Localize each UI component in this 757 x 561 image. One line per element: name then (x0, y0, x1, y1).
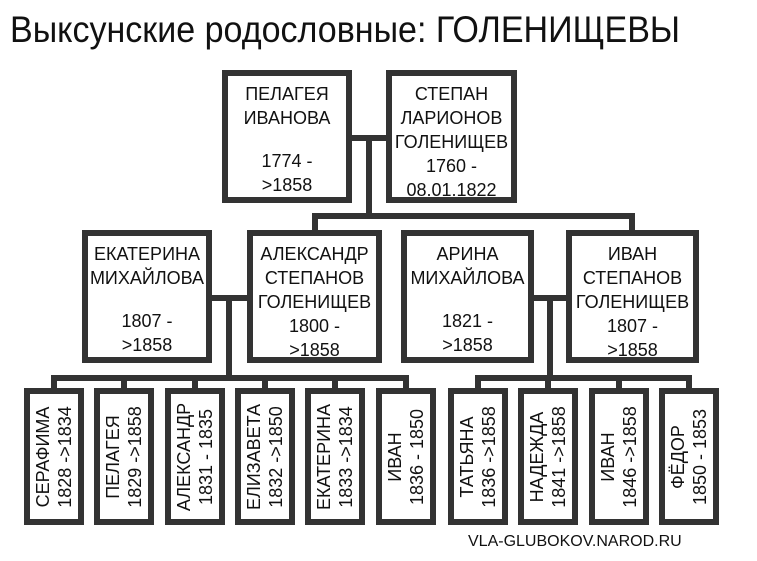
child-dates: 1836 - 1850 (407, 408, 427, 505)
person-birth: 1807 - (606, 316, 659, 336)
person-name-line: ПЕЛАГЕЯ (245, 84, 329, 104)
child-name: СЕРАФИМА (33, 406, 53, 507)
child-name: ТАТЬЯНА (457, 416, 477, 497)
person-name-line: МИХАЙЛОВА (410, 268, 525, 288)
person-ivan-golenishchev: ИВАН СТЕПАНОВ ГОЛЕНИЩЕВ 1807 - >1858 (566, 230, 699, 363)
child-dates: 1832 ->1850 (266, 405, 286, 508)
person-name-line: АЛЕКСАНДР (260, 244, 369, 264)
person-ekaterina-mikhailova: ЕКАТЕРИНА МИХАЙЛОВА 1807 - >1858 (82, 230, 212, 363)
child-name: ЕКАТЕРИНА (314, 403, 334, 510)
person-name-line: АРИНА (436, 244, 499, 264)
child-name: ИВАН (598, 431, 618, 482)
person-aleksandr-golenishchev: АЛЕКСАНДР СТЕПАНОВ ГОЛЕНИЩЕВ 1800 - >185… (247, 230, 382, 363)
person-arina-mikhailova: АРИНА МИХАЙЛОВА 1821 - >1858 (401, 230, 534, 363)
person-name-line: ГОЛЕНИЩЕВ (575, 292, 690, 312)
person-name-line: ГОЛЕНИЩЕВ (257, 292, 372, 312)
person-name-line: ИВАНОВА (243, 108, 331, 128)
person-death: 08.01.1822 (406, 180, 497, 200)
person-birth: 1821 - (441, 311, 494, 331)
person-stepan-golenishchev: СТЕПАН ЛАРИОНОВ ГОЛЕНИЩЕВ 1760 - 08.01.1… (386, 70, 517, 203)
child-dates: 1846 ->1858 (620, 405, 640, 508)
child-name: ИВАН (385, 431, 405, 482)
page-title: Выксунские родословные: ГОЛЕНИЩЕВЫ (10, 9, 681, 50)
person-birth: 1760 - (425, 156, 478, 176)
site-credit: VLA-GLUBOKOV.NAROD.RU (468, 533, 682, 550)
child-name: АЛЕКСАНДР (174, 402, 194, 511)
person-name-line: СТЕПАНОВ (582, 268, 683, 288)
person-birth: 1800 - (288, 316, 341, 336)
child-name: НАДЕЖДА (527, 411, 547, 502)
person-pelageya-ivanova: ПЕЛАГЕЯ ИВАНОВА 1774 - >1858 (222, 70, 352, 203)
child-dates: 1829 ->1858 (125, 405, 145, 508)
child-name: ЕЛИЗАВЕТА (244, 403, 264, 510)
person-death: >1858 (261, 175, 313, 195)
child-dates: 1833 ->1834 (336, 405, 356, 508)
person-birth: 1774 - (261, 151, 313, 171)
child-dates: 1836 ->1858 (479, 405, 499, 508)
child-dates: 1850 - 1853 (690, 408, 710, 505)
child-dates: 1841 ->1858 (549, 405, 569, 508)
person-name-line: МИХАЙЛОВА (89, 268, 205, 288)
person-name-line: ЛАРИОНОВ (400, 108, 503, 128)
person-death: >1858 (607, 340, 658, 360)
person-death: >1858 (289, 340, 340, 360)
child-dates: 1828 ->1834 (55, 405, 75, 508)
person-death: >1858 (442, 335, 493, 355)
person-name-line: СТЕПАН (414, 84, 489, 104)
person-name-line: ГОЛЕНИЩЕВ (394, 132, 509, 152)
person-name-line: ИВАН (607, 244, 658, 264)
child-name: ФЁДОР (668, 424, 688, 489)
person-birth: 1807 - (121, 311, 173, 331)
person-name-line: СТЕПАНОВ (264, 268, 365, 288)
person-name-line: ЕКАТЕРИНА (93, 244, 201, 264)
person-death: >1858 (121, 335, 173, 355)
child-name: ПЕЛАГЕЯ (103, 414, 123, 499)
child-dates: 1831 - 1835 (196, 408, 216, 505)
